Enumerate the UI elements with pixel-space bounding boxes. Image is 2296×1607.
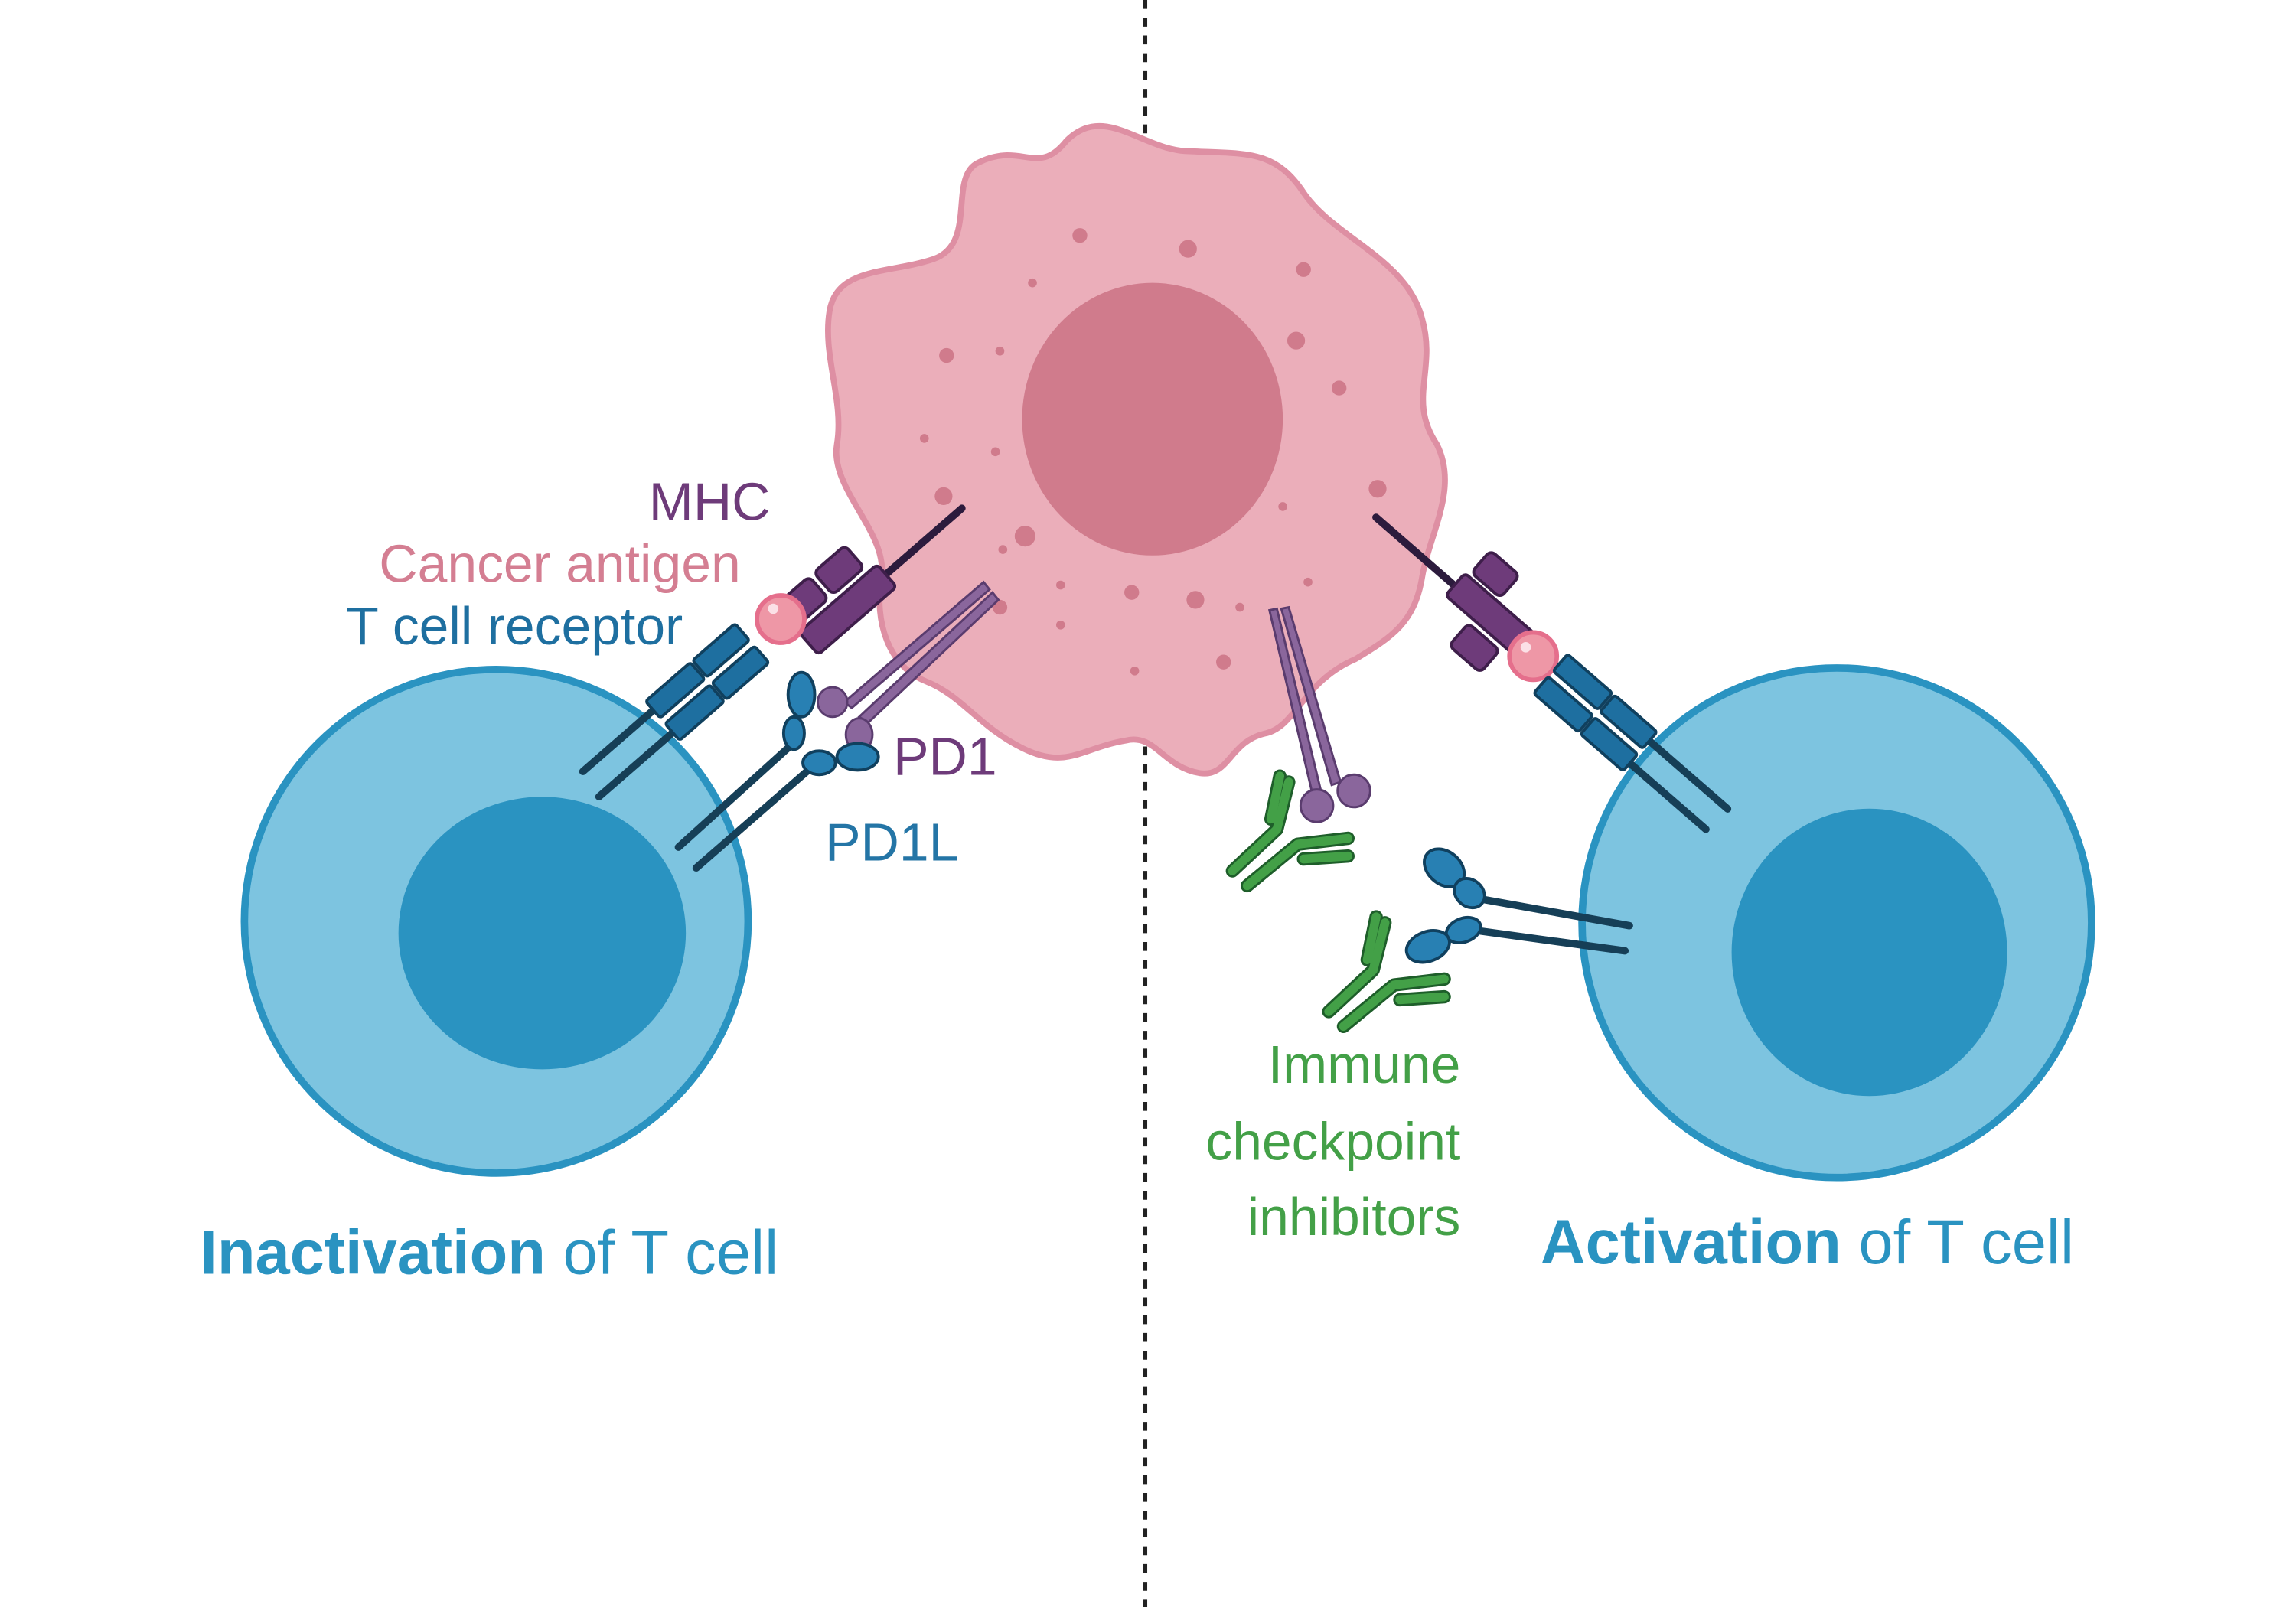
mhc-right-small [1472,551,1519,598]
cancer-nucleus [1022,282,1283,556]
t-cell-left [240,666,752,1177]
caption-inactivation: Inactivation of T cell [200,1218,778,1288]
label-pd1: PD1 [893,726,997,786]
label-inhibitors-line2: checkpoint [1205,1111,1460,1171]
caption-inactivation-bold: Inactivation [200,1218,546,1288]
pd1-right [1267,605,1371,823]
cancer-antigen-right [1507,630,1560,683]
antibody-1 [1225,769,1355,893]
label-mhc: MHC [649,471,771,531]
caption-activation-rest: of T cell [1841,1208,2074,1277]
label-t-cell-receptor: T cell receptor [346,596,683,656]
t-cell-right-nucleus [1731,808,2007,1097]
cancer-granules [919,228,1387,676]
caption-activation: Activation of T cell [1541,1208,2074,1277]
cancer-cell [824,122,1448,777]
t-cell-left-nucleus [398,797,687,1070]
pd1-left [816,580,1000,752]
t-cell-receptor-right [1533,654,1732,833]
label-inhibitors-line3: inhibitors [1247,1187,1461,1247]
mhc-left [778,504,966,655]
label-cancer-antigen: Cancer antigen [379,534,740,594]
caption-inactivation-rest: of T cell [546,1218,778,1288]
caption-activation-bold: Activation [1541,1208,1841,1277]
pd1l-left [674,670,880,872]
cancer-antigen-left [755,593,807,645]
t-cell-receptor-left [579,623,770,800]
pd1l-right [1404,847,1633,964]
label-inhibitors-line1: Immune [1268,1035,1461,1094]
antibody-2 [1322,910,1451,1034]
label-pd1l: PD1L [825,813,958,872]
